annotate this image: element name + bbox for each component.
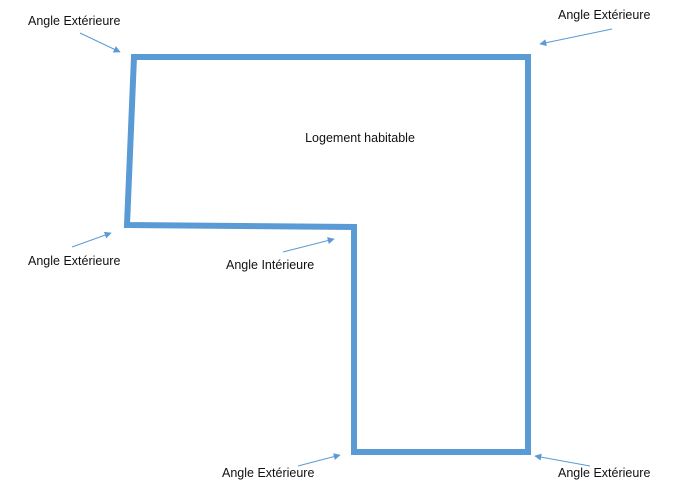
corner-label-bottom-left: Angle Extérieure [222,466,314,480]
corner-label-inner: Angle Intérieure [226,258,314,272]
arrow-top-right [539,28,613,47]
corner-label-bottom-right: Angle Extérieure [558,466,650,480]
arrow-top-left [79,32,121,53]
corner-label-top-left: Angle Extérieure [28,14,120,28]
dwelling-outline [123,54,531,455]
center-label: Logement habitable [305,131,415,145]
arrow-middle-left [71,231,112,248]
arrow-inner [282,237,335,253]
arrow-bottom-right [534,453,591,467]
arrow-bottom-left [297,453,341,467]
corner-label-top-right: Angle Extérieure [558,8,650,22]
corner-label-middle-left: Angle Extérieure [28,254,120,268]
